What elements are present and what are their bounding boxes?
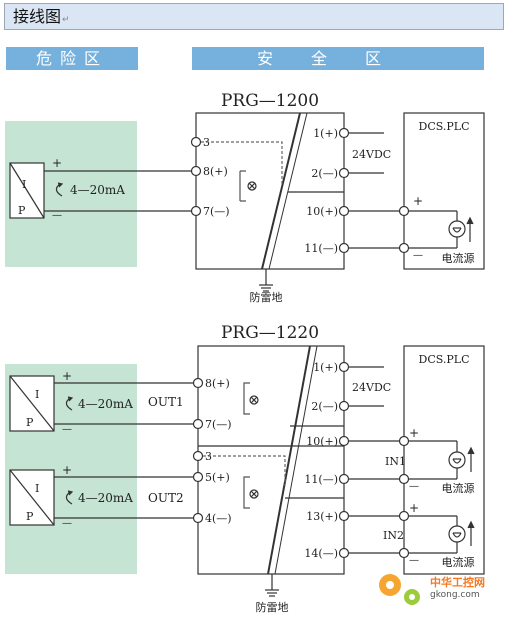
in2-label: IN2	[383, 529, 404, 542]
terminal-1-label-1: 1(+)	[313, 127, 338, 140]
terminal-1-1	[338, 127, 350, 139]
transmitter-2a-I: I	[35, 388, 39, 401]
terminal-10-2	[338, 435, 350, 447]
out2-label: OUT2	[148, 491, 184, 505]
diagram-prg-1200: PRG—1200 I P + — 4—20mA 防雷地 3 8(+) 7(—)	[5, 91, 485, 304]
out1-label: OUT1	[148, 395, 184, 409]
terminal-11-label-2: 11(—)	[304, 473, 338, 486]
transmitter-2b-plus: +	[62, 463, 72, 477]
terminal-3-1	[190, 136, 202, 148]
dcs-plus-1: +	[413, 194, 423, 208]
current-source-label-2b: 电流源	[442, 555, 475, 569]
transmitter-1-minus: —	[52, 210, 62, 221]
supply-24vdc-1: 24VDC	[352, 148, 391, 161]
in1-label: IN1	[385, 455, 406, 468]
diagram-prg-1220: PRG—1220 I P + — 4—20mA OUT1 I P + — 4—2…	[5, 323, 485, 614]
terminal-4-label-2: 4(—)	[205, 512, 232, 525]
transmitter-2a-P: P	[26, 416, 34, 429]
terminal-3-2	[192, 450, 204, 462]
safe-zone-header: 安全区	[192, 47, 484, 70]
transmitter-2b-minus: —	[62, 518, 72, 529]
dcs-minus-1: —	[413, 250, 423, 261]
terminal-5-2	[192, 471, 204, 483]
terminal-14-label-2: 14(—)	[304, 547, 338, 560]
watermark-name: 中华工控网	[430, 576, 485, 589]
lightning-ground-2: 防雷地	[256, 600, 289, 614]
model-label-1: PRG—1200	[221, 91, 319, 111]
hazardous-zone-header: 危险区	[6, 47, 138, 70]
terminal-10-label-1: 10(+)	[306, 205, 338, 218]
terminal-2-label-2: 2(—)	[311, 400, 338, 413]
dcs-label-1: DCS.PLC	[419, 120, 470, 133]
transmitter-1: I P	[9, 162, 45, 219]
transmitter-2b-P: P	[26, 510, 34, 523]
dcs-plc-box-2	[403, 345, 485, 575]
terminal-7-2	[192, 418, 204, 430]
current-source-label-1: 电流源	[442, 251, 475, 265]
terminal-2-label-1: 2(—)	[311, 167, 338, 180]
terminal-2-1	[338, 167, 350, 179]
terminal-11-2	[338, 473, 350, 485]
terminal-10-label-2: 10(+)	[306, 435, 338, 448]
terminal-13-2	[338, 510, 350, 522]
current-source-label-2a: 电流源	[442, 481, 475, 495]
terminal-1-2	[338, 361, 350, 373]
dcs-minus-2a: —	[409, 481, 419, 492]
terminal-4-2	[192, 512, 204, 524]
terminal-8-2	[192, 377, 204, 389]
terminal-7-label-1: 7(—)	[203, 205, 230, 218]
isolator-module-1	[195, 112, 345, 270]
model-label-2: PRG—1220	[221, 323, 319, 343]
dcs-plus-2b: +	[409, 501, 419, 515]
watermark-url: gkong.com	[430, 590, 480, 600]
transmitter-1-I: I	[22, 178, 26, 191]
current-source-icon-1	[448, 220, 466, 238]
transmitter-1-P: P	[18, 204, 26, 217]
transmitter-1-plus: +	[52, 156, 62, 170]
signal-range-1: 4—20mA	[70, 183, 125, 197]
watermark-gear-icon	[379, 574, 420, 605]
signal-range-2b: 4—20mA	[78, 491, 133, 505]
supply-24vdc-2: 24VDC	[352, 381, 391, 394]
lightning-ground-1: 防雷地	[250, 290, 283, 304]
terminal-8-label-2: 8(+)	[205, 377, 230, 390]
terminal-7-1	[190, 205, 202, 217]
terminal-2-2	[338, 400, 350, 412]
terminal-13-label-2: 13(+)	[306, 510, 338, 523]
transmitter-2b-I: I	[35, 482, 39, 495]
current-source-icon-2a	[448, 451, 466, 469]
current-source-icon-2b	[448, 525, 466, 543]
terminal-11-1	[338, 242, 350, 254]
terminal-14-2	[338, 547, 350, 559]
transmitter-2a-plus: +	[62, 369, 72, 383]
dcs-plus-2a: +	[409, 426, 419, 440]
dcs-minus-2b: —	[409, 555, 419, 566]
document-title: 接线图	[13, 7, 62, 26]
transmitter-2a-minus: —	[62, 424, 72, 435]
dcs-label-2: DCS.PLC	[419, 353, 470, 366]
terminal-11-label-1: 11(—)	[304, 242, 338, 255]
isolator-module-2	[197, 345, 345, 575]
terminal-7-label-2: 7(—)	[205, 418, 232, 431]
terminal-8-1	[190, 165, 202, 177]
terminal-10-1	[338, 205, 350, 217]
terminal-1-label-2: 1(+)	[313, 361, 338, 374]
paragraph-mark: ↵	[62, 15, 70, 25]
signal-range-2a: 4—20mA	[78, 397, 133, 411]
terminal-8-label-1: 8(+)	[203, 165, 228, 178]
dcs-plc-box-1	[403, 112, 485, 270]
terminal-5-label-2: 5(+)	[205, 471, 230, 484]
document-title-bar: 接线图↵	[4, 3, 504, 30]
